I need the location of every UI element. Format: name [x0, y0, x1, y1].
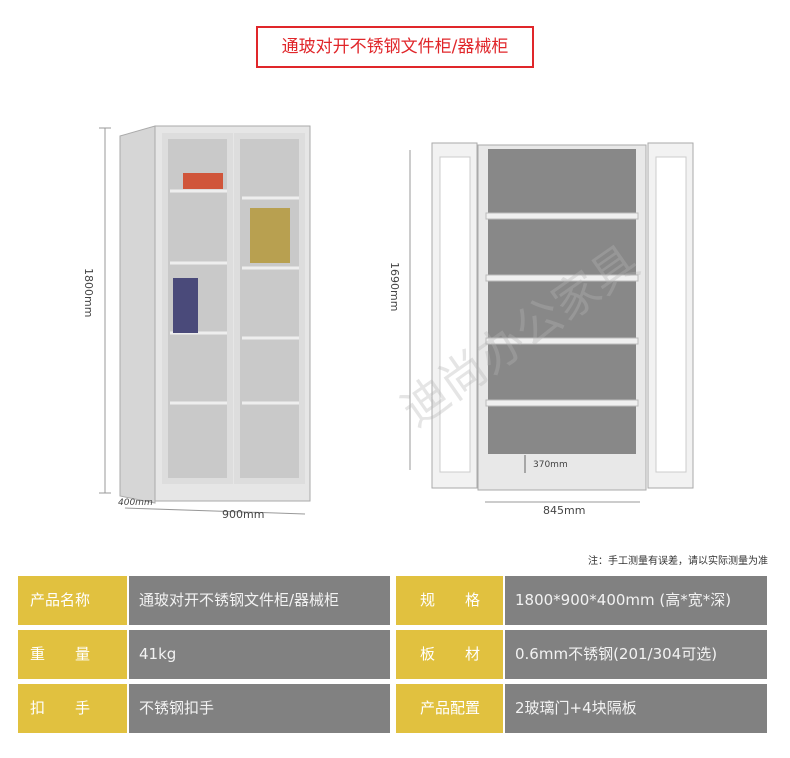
spec-label: 产品配置: [396, 684, 503, 733]
spec-value: 通玻对开不锈钢文件柜/器械柜: [129, 576, 390, 625]
spec-value: 2玻璃门+4块隔板: [505, 684, 767, 733]
spec-value: 1800*900*400mm (高*宽*深): [505, 576, 767, 625]
spec-label: 规 格: [396, 576, 503, 625]
width-dimension-right: 845mm: [543, 504, 586, 517]
cabinet-closed-image: [99, 125, 311, 515]
spec-value: 41kg: [129, 630, 390, 679]
spec-label: 板 材: [396, 630, 503, 679]
depth-dimension-left: 400mm: [118, 498, 153, 508]
spec-label: 扣 手: [18, 684, 127, 733]
bottom-space-dimension: 370mm: [533, 460, 568, 470]
measurement-note: 注：手工测量有误差，请以实际测量为准: [588, 556, 768, 567]
product-title: 通玻对开不锈钢文件柜/器械柜: [256, 26, 534, 68]
spec-label: 产品名称: [18, 576, 127, 625]
height-dimension-right: 1690mm: [388, 262, 401, 312]
spec-value: 不锈钢扣手: [129, 684, 390, 733]
spec-value: 0.6mm不锈钢(201/304可选): [505, 630, 767, 679]
spec-label: 重 量: [18, 630, 127, 679]
width-dimension-left: 900mm: [222, 508, 265, 521]
cabinet-open-image: [409, 142, 694, 503]
height-dimension-left: 1800mm: [82, 268, 95, 318]
